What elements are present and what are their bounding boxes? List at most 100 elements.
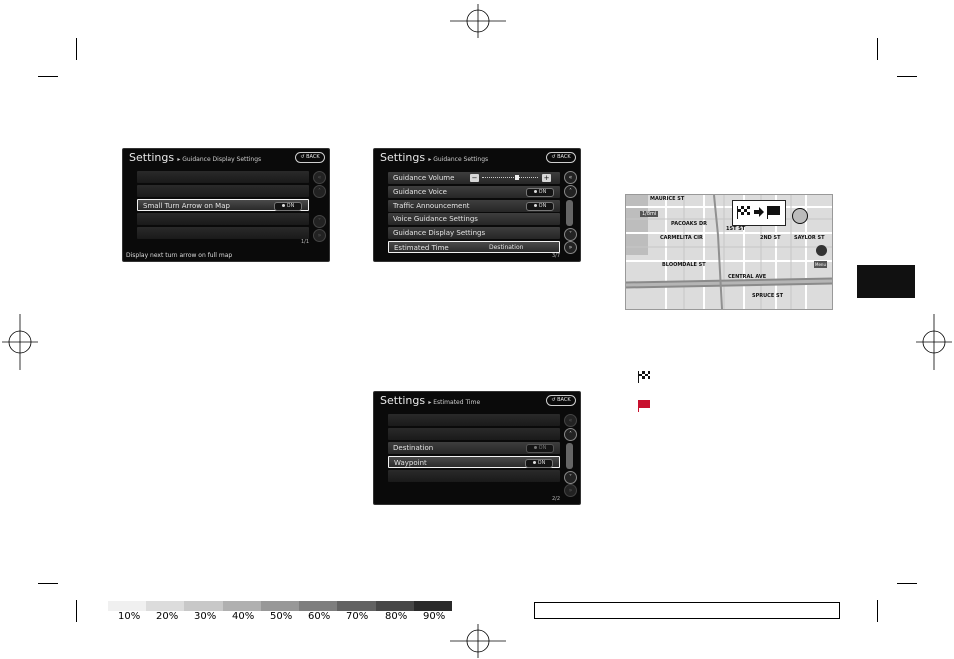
screen-guidance-display-settings: Settings ▸ Guidance Display Settings ↺ B… — [122, 148, 330, 262]
list-item — [388, 470, 560, 482]
on-toggle[interactable]: ON — [526, 444, 554, 453]
gray-label: 90% — [423, 611, 446, 622]
volume-slider[interactable]: − + — [470, 174, 552, 182]
indicator-icon — [281, 204, 285, 207]
checkered-flag-icon — [737, 206, 750, 219]
list-item — [388, 414, 560, 426]
crop-mark — [38, 583, 58, 584]
on-toggle[interactable]: ON — [274, 202, 302, 211]
scroll-down-icon[interactable]: ˅ — [564, 228, 577, 241]
street-label: BLOOMDALE ST — [662, 262, 706, 268]
registration-mark-left — [2, 314, 38, 370]
scroll-bottom-icon[interactable]: » — [564, 484, 577, 497]
back-button[interactable]: ↺ BACK — [295, 152, 325, 163]
street-label: PACOAKS DR — [671, 221, 707, 227]
indicator-icon — [533, 204, 537, 207]
scrollbar[interactable]: « ˄ ˅ » — [564, 414, 577, 497]
gray-label: 40% — [232, 611, 255, 622]
slider-knob[interactable] — [515, 175, 519, 180]
street-label: CENTRAL AVE — [728, 274, 767, 280]
page-indicator: 1/1 — [300, 239, 309, 245]
guidance-display-settings-item[interactable]: Guidance Display Settings — [388, 227, 560, 239]
guidance-voice-item[interactable]: Guidance Voice ON — [388, 186, 560, 198]
crop-mark — [76, 38, 77, 60]
crop-mark — [76, 600, 77, 622]
list-item — [137, 227, 309, 239]
street-label: 2ND ST — [760, 235, 781, 241]
list-item — [137, 185, 309, 197]
scrollbar[interactable]: « ˄ ˅ » — [313, 171, 326, 242]
voice-guidance-settings-item[interactable]: Voice Guidance Settings — [388, 213, 560, 225]
scroll-top-icon[interactable]: « — [564, 414, 577, 427]
street-label: 1ST ST — [726, 226, 746, 232]
screen-estimated-time: Settings ▸ Estimated Time ↺ BACK Destina… — [373, 391, 581, 505]
footer-box — [534, 602, 840, 619]
gray-swatch — [413, 601, 452, 611]
scroll-up-icon[interactable]: ˄ — [564, 428, 577, 441]
estimated-time-value: Destination — [489, 244, 524, 251]
back-button[interactable]: ↺ BACK — [546, 152, 576, 163]
street-label: MAURICE ST — [650, 196, 685, 202]
scroll-bottom-icon[interactable]: » — [564, 241, 577, 254]
indicator-icon — [532, 461, 536, 464]
back-button[interactable]: ↺ BACK — [546, 395, 576, 406]
scroll-thumb[interactable] — [566, 200, 573, 226]
scroll-down-icon[interactable]: ˅ — [313, 215, 326, 228]
crop-mark — [897, 583, 917, 584]
gray-swatch — [260, 601, 300, 611]
breadcrumb: ▸ Guidance Display Settings — [177, 156, 262, 163]
crop-mark — [877, 600, 878, 622]
screen-guidance-settings: Settings ▸ Guidance Settings ↺ BACK Guid… — [373, 148, 581, 262]
slider-track[interactable] — [482, 177, 538, 178]
breadcrumb: ▸ Guidance Settings — [428, 156, 489, 163]
small-turn-arrow-item[interactable]: Small Turn Arrow on Map ON — [137, 199, 309, 211]
scroll-top-icon[interactable]: « — [564, 171, 577, 184]
plus-icon[interactable]: + — [542, 174, 551, 182]
destination-item[interactable]: Destination ON — [388, 442, 560, 454]
on-toggle[interactable]: ON — [526, 188, 554, 197]
indicator-icon — [533, 446, 537, 449]
scroll-bottom-icon[interactable]: » — [313, 229, 326, 242]
list-item — [137, 213, 309, 225]
scroll-up-icon[interactable]: ˄ — [564, 185, 577, 198]
street-label: SPRUCE ST — [752, 293, 784, 299]
destination-flag-icon — [767, 206, 780, 219]
estimated-time-item[interactable]: Estimated Time Destination — [388, 241, 560, 253]
screen-title: Settings ▸ Guidance Settings — [380, 151, 489, 164]
gray-swatch — [108, 601, 147, 611]
turn-arrow-box — [732, 200, 786, 226]
position-marker — [792, 208, 808, 224]
arrow-right-icon — [754, 207, 764, 217]
traffic-announcement-item[interactable]: Traffic Announcement ON — [388, 200, 560, 212]
scroll-top-icon[interactable]: « — [313, 171, 326, 184]
guidance-volume-item[interactable]: Guidance Volume − + — [388, 172, 560, 184]
gray-swatch — [184, 601, 223, 611]
gray-swatch — [299, 601, 338, 611]
list-item — [137, 171, 309, 183]
gray-swatch — [375, 601, 414, 611]
on-toggle[interactable]: ON — [526, 202, 554, 211]
red-flag-icon — [638, 400, 650, 412]
screen-title: Settings ▸ Guidance Display Settings — [129, 151, 262, 164]
street-label: SAYLOR ST — [794, 235, 825, 241]
scrollbar[interactable]: « ˄ ˅ » — [564, 171, 577, 254]
compass-icon[interactable] — [816, 245, 827, 256]
scroll-thumb[interactable] — [566, 443, 573, 469]
registration-mark-top — [450, 4, 506, 38]
checkered-flag-icon — [638, 371, 650, 383]
gray-label: 30% — [194, 611, 217, 622]
on-toggle[interactable]: ON — [525, 459, 553, 468]
page-indicator: 2/2 — [551, 496, 560, 502]
gray-swatch — [337, 601, 376, 611]
scroll-down-icon[interactable]: ˅ — [564, 471, 577, 484]
registration-mark-right — [916, 314, 952, 370]
scroll-up-icon[interactable]: ˄ — [313, 185, 326, 198]
map-menu-button[interactable]: Menu — [814, 261, 827, 268]
minus-icon[interactable]: − — [470, 174, 479, 182]
scale-label: 1/8mi — [640, 211, 659, 217]
screen-title: Settings ▸ Estimated Time — [380, 394, 481, 407]
waypoint-item[interactable]: Waypoint ON — [388, 456, 560, 468]
breadcrumb: ▸ Estimated Time — [428, 399, 481, 406]
section-tab — [857, 265, 915, 298]
gray-label: 70% — [346, 611, 369, 622]
